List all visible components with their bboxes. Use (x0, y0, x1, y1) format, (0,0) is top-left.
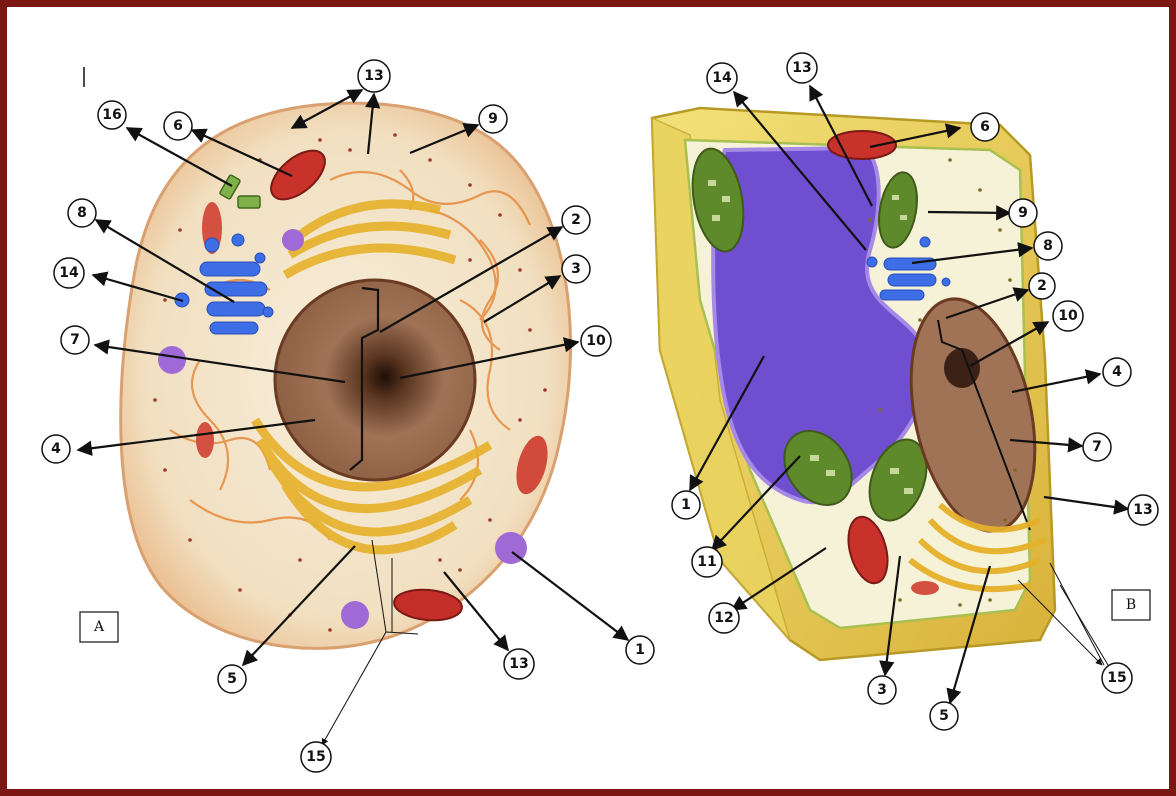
svg-text:4: 4 (1112, 364, 1122, 380)
svg-text:A: A (93, 619, 105, 635)
callout-b-6: 6 (971, 113, 999, 141)
svg-text:9: 9 (1018, 205, 1028, 221)
callout-b-15: 15 (1102, 663, 1132, 693)
arrow-a-1 (512, 552, 628, 640)
svg-text:8: 8 (77, 205, 87, 221)
callout-b-4: 4 (1103, 358, 1131, 386)
callout-b-13-right: 13 (1128, 495, 1158, 525)
svg-text:7: 7 (1092, 439, 1102, 455)
callout-b-8: 8 (1034, 232, 1062, 260)
svg-text:10: 10 (586, 333, 606, 349)
svg-text:7: 7 (70, 332, 80, 348)
callout-a-15: 15 (301, 742, 331, 772)
svg-text:6: 6 (980, 119, 990, 135)
callout-b-9: 9 (1009, 199, 1037, 227)
callout-a-4: 4 (42, 435, 70, 463)
callout-a-1: 1 (626, 636, 654, 664)
callout-b-5: 5 (930, 702, 958, 730)
callout-a-13-top: 13 (358, 60, 390, 92)
panel-label-b: B (1112, 590, 1150, 620)
svg-text:2: 2 (571, 212, 581, 228)
svg-text:15: 15 (306, 749, 325, 765)
callout-a-7: 7 (61, 326, 89, 354)
svg-text:13: 13 (792, 60, 811, 76)
svg-text:5: 5 (939, 708, 949, 724)
callout-a-6: 6 (164, 112, 192, 140)
svg-text:9: 9 (488, 111, 498, 127)
callout-b-14: 14 (707, 63, 737, 93)
svg-text:10: 10 (1058, 308, 1078, 324)
svg-text:13: 13 (509, 656, 528, 672)
arrow-b-13b (1044, 497, 1128, 509)
callout-b-1: 1 (672, 491, 700, 519)
callout-b-7: 7 (1083, 433, 1111, 461)
callout-b-13-top: 13 (787, 53, 817, 83)
svg-text:B: B (1126, 597, 1136, 613)
callout-a-13-bottom: 13 (504, 649, 534, 679)
svg-text:6: 6 (173, 118, 183, 134)
callout-a-14: 14 (54, 258, 84, 288)
callout-a-2: 2 (562, 206, 590, 234)
arrow-b-9 (928, 212, 1010, 213)
svg-text:4: 4 (51, 441, 61, 457)
svg-text:8: 8 (1043, 238, 1053, 254)
svg-text:3: 3 (877, 682, 887, 698)
callout-b-2: 2 (1029, 273, 1055, 299)
svg-text:13: 13 (364, 68, 383, 84)
callout-b-11: 11 (692, 547, 722, 577)
svg-text:16: 16 (102, 107, 121, 123)
callout-a-5: 5 (218, 665, 246, 693)
panel-label-a: A (80, 612, 118, 642)
svg-text:13: 13 (1133, 502, 1152, 518)
callout-b-12: 12 (709, 603, 739, 633)
svg-text:1: 1 (681, 497, 691, 513)
plant-cell (652, 108, 1055, 660)
callout-a-3: 3 (562, 255, 590, 283)
svg-text:3: 3 (571, 261, 581, 277)
svg-text:14: 14 (59, 265, 79, 281)
svg-text:12: 12 (714, 610, 733, 626)
svg-text:14: 14 (712, 70, 732, 86)
svg-text:5: 5 (227, 671, 237, 687)
svg-text:1: 1 (635, 642, 645, 658)
callout-a-8: 8 (68, 199, 96, 227)
callout-a-9: 9 (479, 105, 507, 133)
svg-text:11: 11 (697, 554, 716, 570)
callout-b-10: 10 (1053, 301, 1083, 331)
callout-a-16: 16 (98, 101, 126, 129)
callout-a-10: 10 (581, 326, 611, 356)
svg-text:15: 15 (1107, 670, 1126, 686)
callout-b-3: 3 (868, 676, 896, 704)
svg-text:2: 2 (1037, 278, 1047, 294)
